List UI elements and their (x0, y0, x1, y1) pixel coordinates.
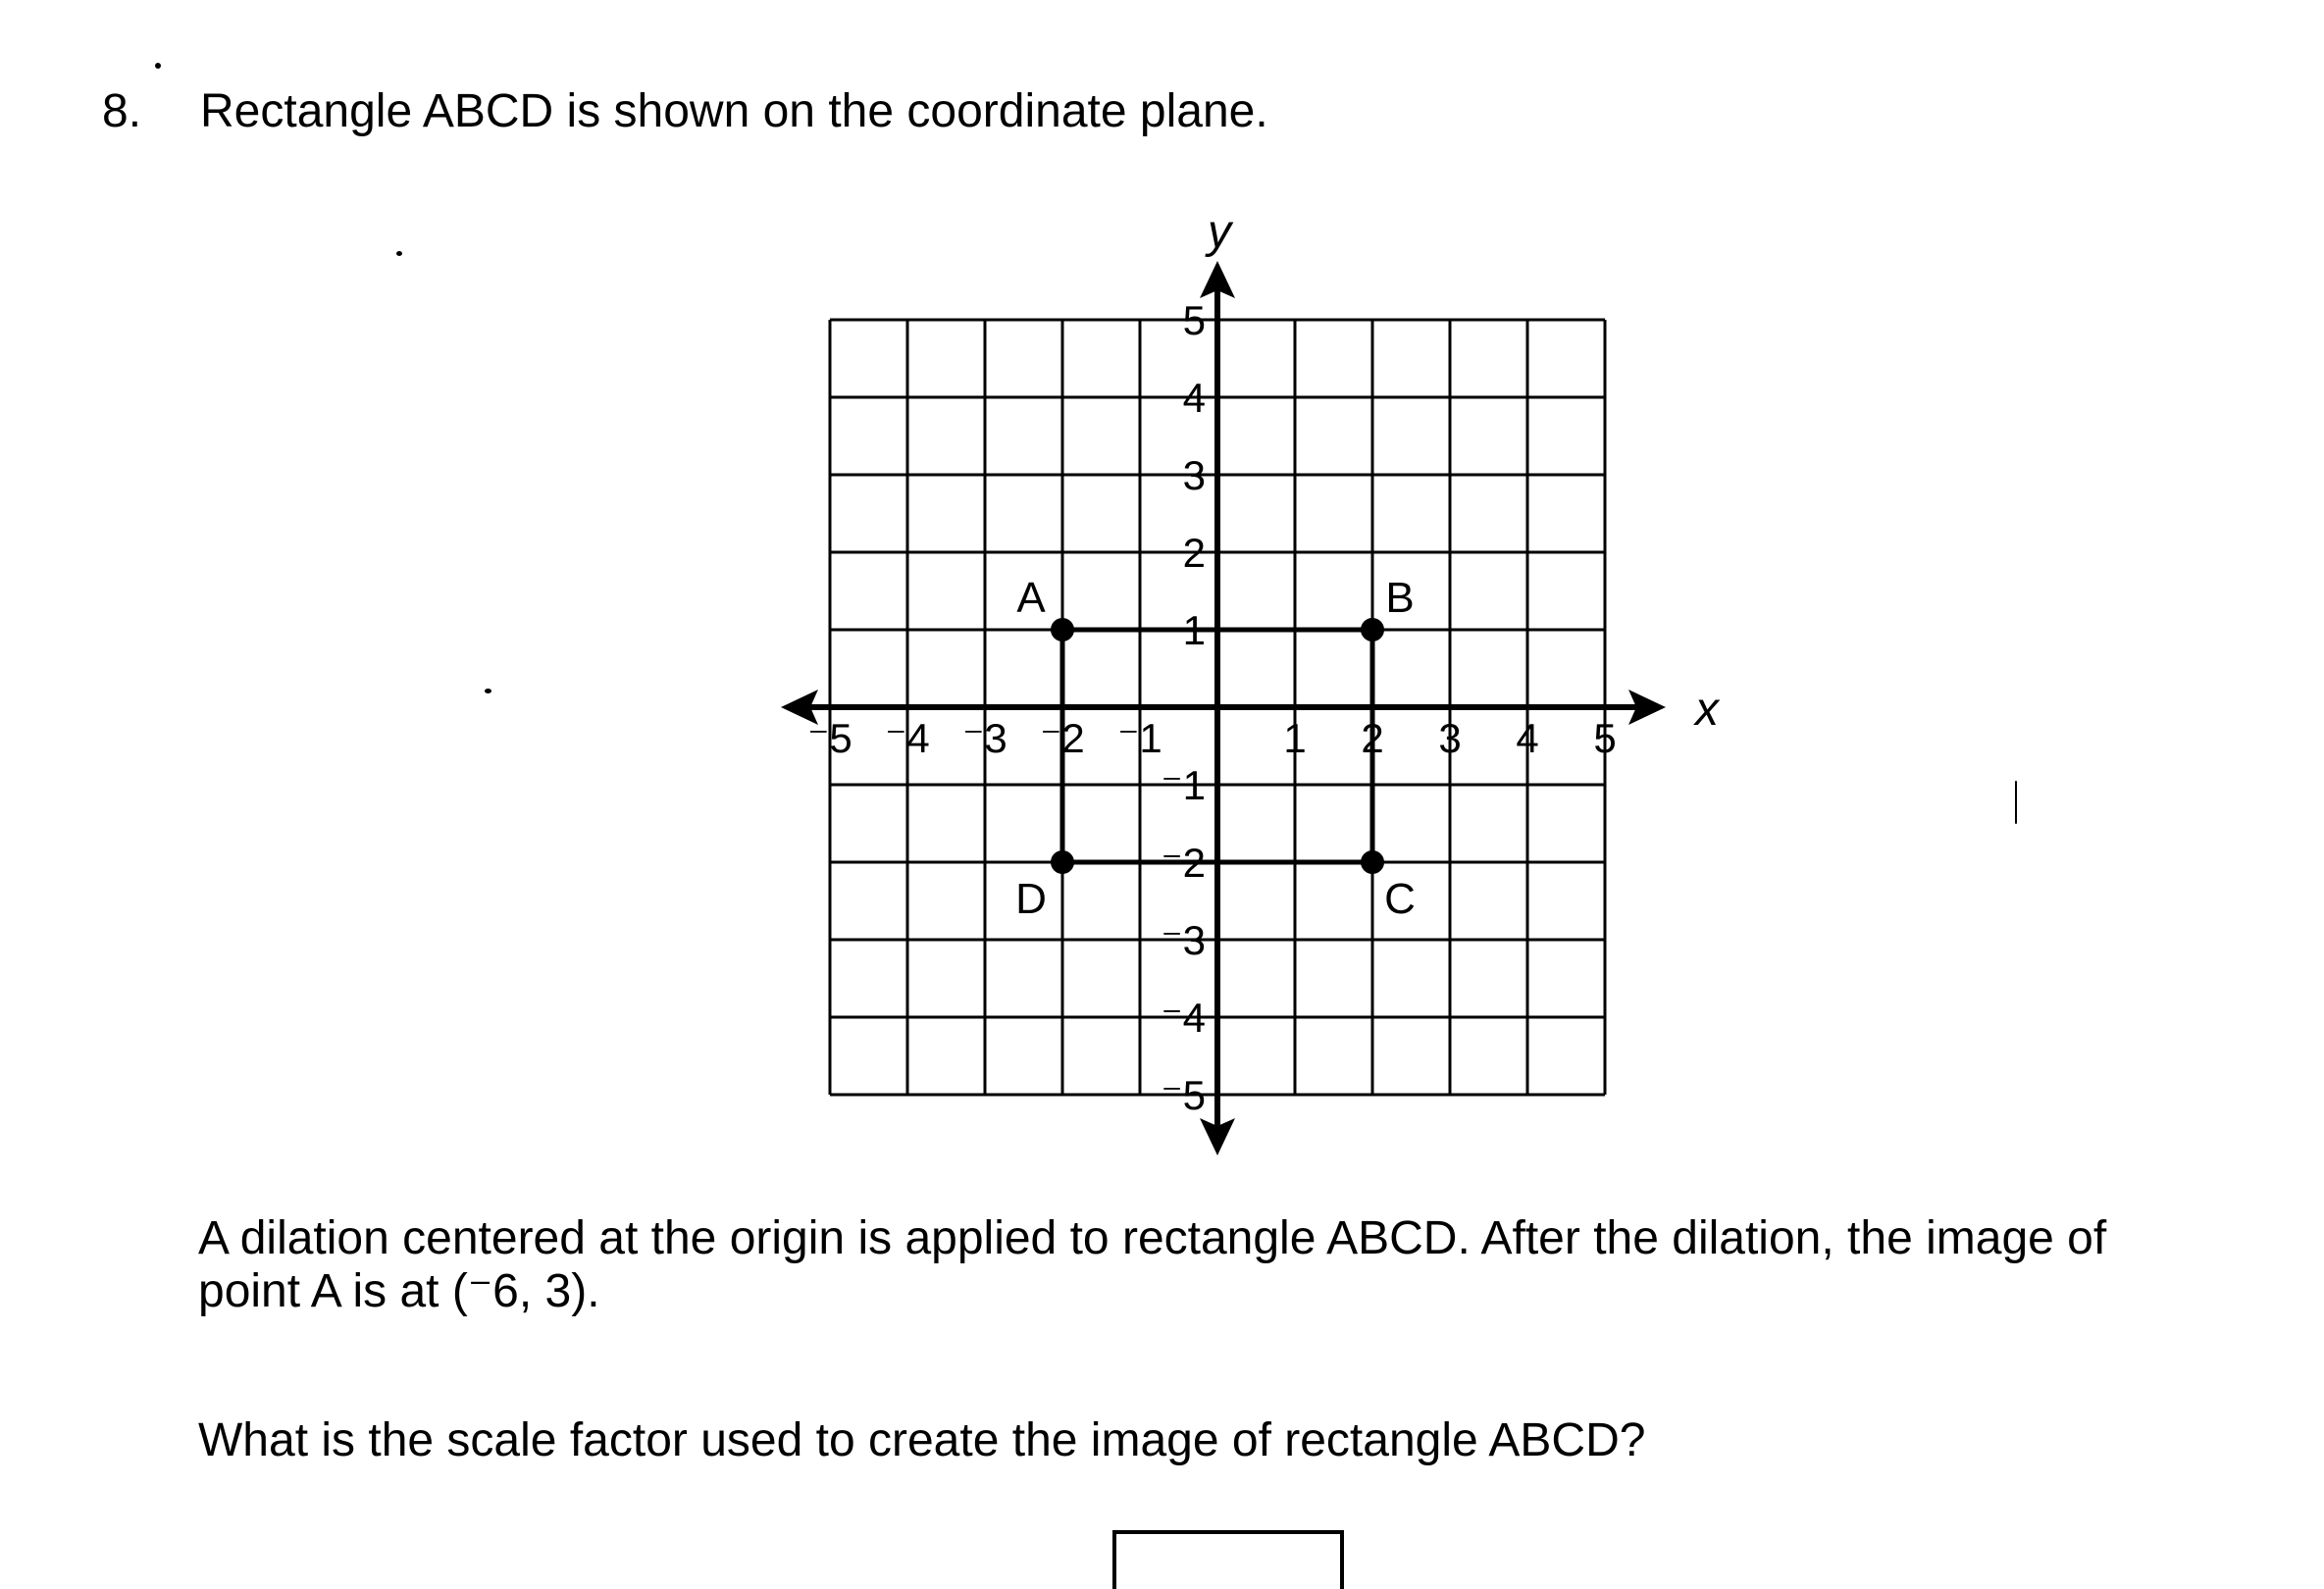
point-labels: A B C D (1015, 574, 1416, 923)
x-tick-label: 5 (1593, 715, 1616, 761)
y-tick-label: ⁻1 (1161, 762, 1206, 808)
point-label: A (1016, 574, 1046, 622)
question-prompt: What is the scale factor used to create … (198, 1414, 1646, 1466)
x-tick-label: ⁻4 (885, 715, 930, 761)
axes (781, 261, 1666, 1155)
x-axis-label: x (1693, 684, 1721, 736)
y-tick-label: 5 (1183, 297, 1206, 343)
y-tick-label: 4 (1183, 375, 1206, 421)
y-axis-arrow-up (1200, 261, 1235, 298)
y-tick-label: 3 (1183, 452, 1206, 498)
scan-speck (155, 63, 161, 69)
x-tick-label: ⁻3 (962, 715, 1007, 761)
point-label: C (1384, 875, 1416, 923)
axis-labels: xy (1205, 206, 1721, 736)
y-tick-label: ⁻3 (1161, 917, 1206, 963)
point-a (1051, 618, 1074, 641)
y-tick-label: ⁻2 (1161, 840, 1206, 886)
y-axis-arrow-down (1200, 1118, 1235, 1155)
tick-labels: ⁻5 ⁻4 ⁻3 ⁻2 ⁻1 1 2 3 4 5 5 4 3 2 1 ⁻1 ⁻2 ⁻3 ⁻4 ⁻5 (807, 297, 1616, 1118)
y-tick-label: ⁻5 (1161, 1072, 1206, 1118)
y-tick-label: 1 (1183, 607, 1206, 653)
y-tick-label: ⁻4 (1161, 995, 1206, 1041)
point-d (1051, 850, 1074, 874)
question-stem: Rectangle ABCD is shown on the coordinat… (200, 85, 1268, 137)
y-tick-label: 2 (1183, 530, 1206, 576)
point-c (1361, 850, 1384, 874)
point-label: D (1015, 875, 1047, 923)
x-tick-label: 4 (1516, 715, 1538, 761)
dilation-description: A dilation centered at the origin is app… (198, 1212, 2107, 1317)
x-tick-label: 1 (1283, 715, 1306, 761)
point-label: B (1385, 574, 1414, 622)
x-tick-label: ⁻5 (807, 715, 852, 761)
scan-speck (485, 689, 491, 693)
answer-box[interactable] (1112, 1530, 1344, 1589)
x-tick-label: 2 (1361, 715, 1383, 761)
x-axis-arrow-right (1628, 690, 1666, 725)
x-tick-label: 3 (1438, 715, 1461, 761)
x-tick-label: ⁻1 (1117, 715, 1162, 761)
rectangle-abcd (1051, 618, 1384, 874)
scan-speck (2015, 781, 2017, 824)
scan-speck (396, 251, 402, 256)
point-b (1361, 618, 1384, 641)
y-axis-label: y (1205, 206, 1234, 258)
question-number: 8. (102, 85, 142, 137)
x-axis-arrow-left (781, 690, 818, 725)
x-tick-label: ⁻2 (1040, 715, 1085, 761)
